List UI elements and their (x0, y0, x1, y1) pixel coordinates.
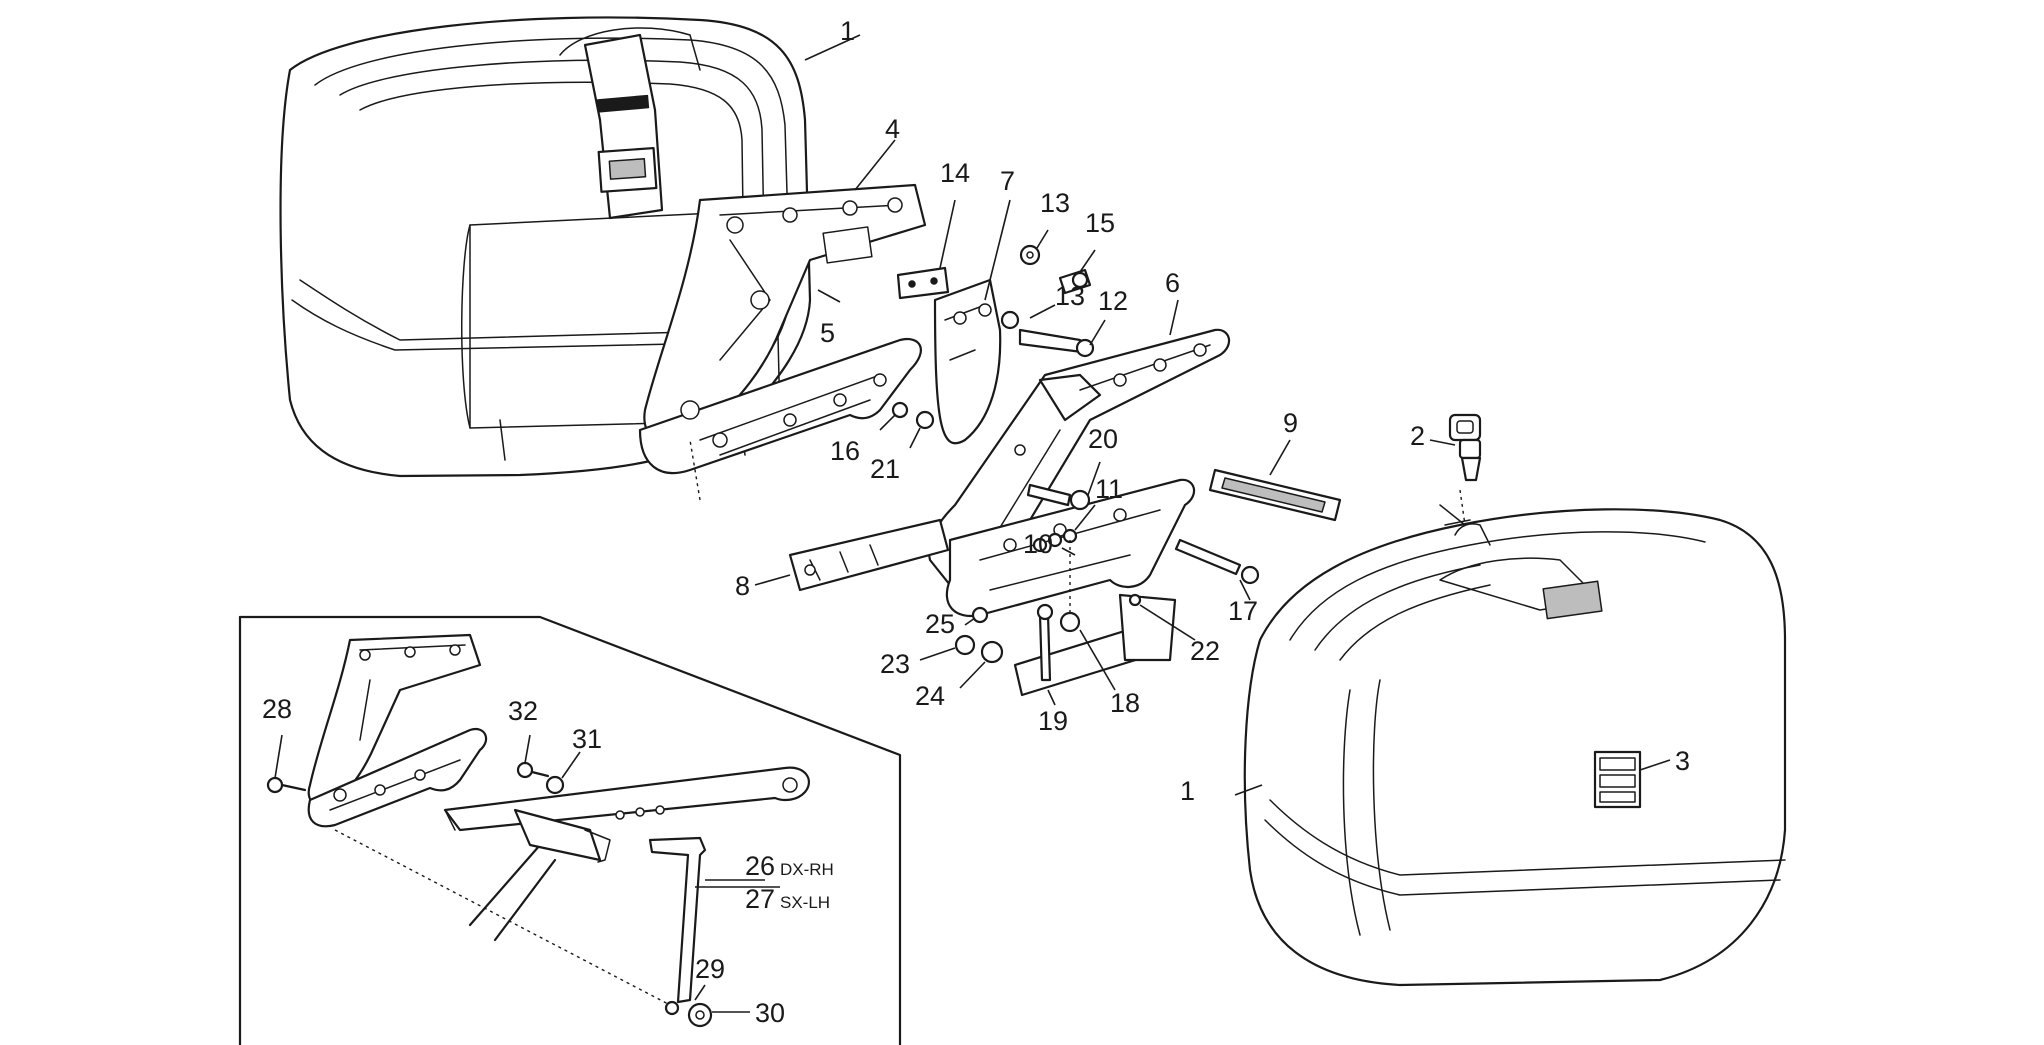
callout-20: 20 (1088, 424, 1118, 454)
lower-rail (754, 518, 950, 592)
callout-24: 24 (915, 681, 945, 711)
mounting-plate-and-bracket (896, 199, 1011, 445)
left-frame-bracket (638, 139, 927, 501)
callout-1-top: 1 (840, 16, 855, 46)
callout-17: 17 (1228, 596, 1258, 626)
lock-and-key (1429, 413, 1482, 526)
callout-22: 22 (1190, 636, 1220, 666)
callout-28: 28 (262, 694, 292, 724)
callout-18: 18 (1110, 688, 1140, 718)
callout-13-mid: 13 (1055, 281, 1085, 311)
label-sx-lh: SX-LH (780, 893, 830, 912)
callout-6: 6 (1165, 268, 1180, 298)
callout-13-top: 13 (1040, 188, 1070, 218)
callout-23: 23 (880, 649, 910, 679)
inset-detail-panel (238, 615, 902, 1045)
small-hardware-top (879, 229, 1106, 449)
callout-19: 19 (1038, 706, 1068, 736)
callout-labels: 1 4 5 14 7 13 15 13 12 6 16 21 20 11 10 … (262, 16, 1690, 1028)
callout-5: 5 (820, 318, 835, 348)
callout-11: 11 (1095, 474, 1123, 504)
callout-2: 2 (1410, 421, 1425, 451)
lower-bracket-assembly (919, 461, 1260, 706)
callout-12: 12 (1098, 286, 1128, 316)
callout-26: 26 (745, 851, 775, 881)
callout-14: 14 (940, 158, 970, 188)
callout-3: 3 (1675, 746, 1690, 776)
callout-1-bottom: 1 (1180, 776, 1195, 806)
label-dx-rh: DX-RH (780, 860, 834, 879)
callout-21: 21 (870, 454, 900, 484)
callout-10: 10 (1023, 529, 1053, 559)
callout-25: 25 (925, 609, 955, 639)
callout-4: 4 (885, 114, 900, 144)
callout-29: 29 (695, 954, 725, 984)
callout-9: 9 (1283, 408, 1298, 438)
callout-8: 8 (735, 571, 750, 601)
callout-30: 30 (755, 998, 785, 1028)
callout-31: 31 (572, 724, 602, 754)
callout-15: 15 (1085, 208, 1115, 238)
right-pannier-case (1234, 508, 1787, 987)
callout-27: 27 (745, 884, 775, 914)
callout-32: 32 (508, 696, 538, 726)
reflector-bar (1208, 439, 1342, 522)
callout-7: 7 (1000, 166, 1015, 196)
callout-16: 16 (830, 436, 860, 466)
